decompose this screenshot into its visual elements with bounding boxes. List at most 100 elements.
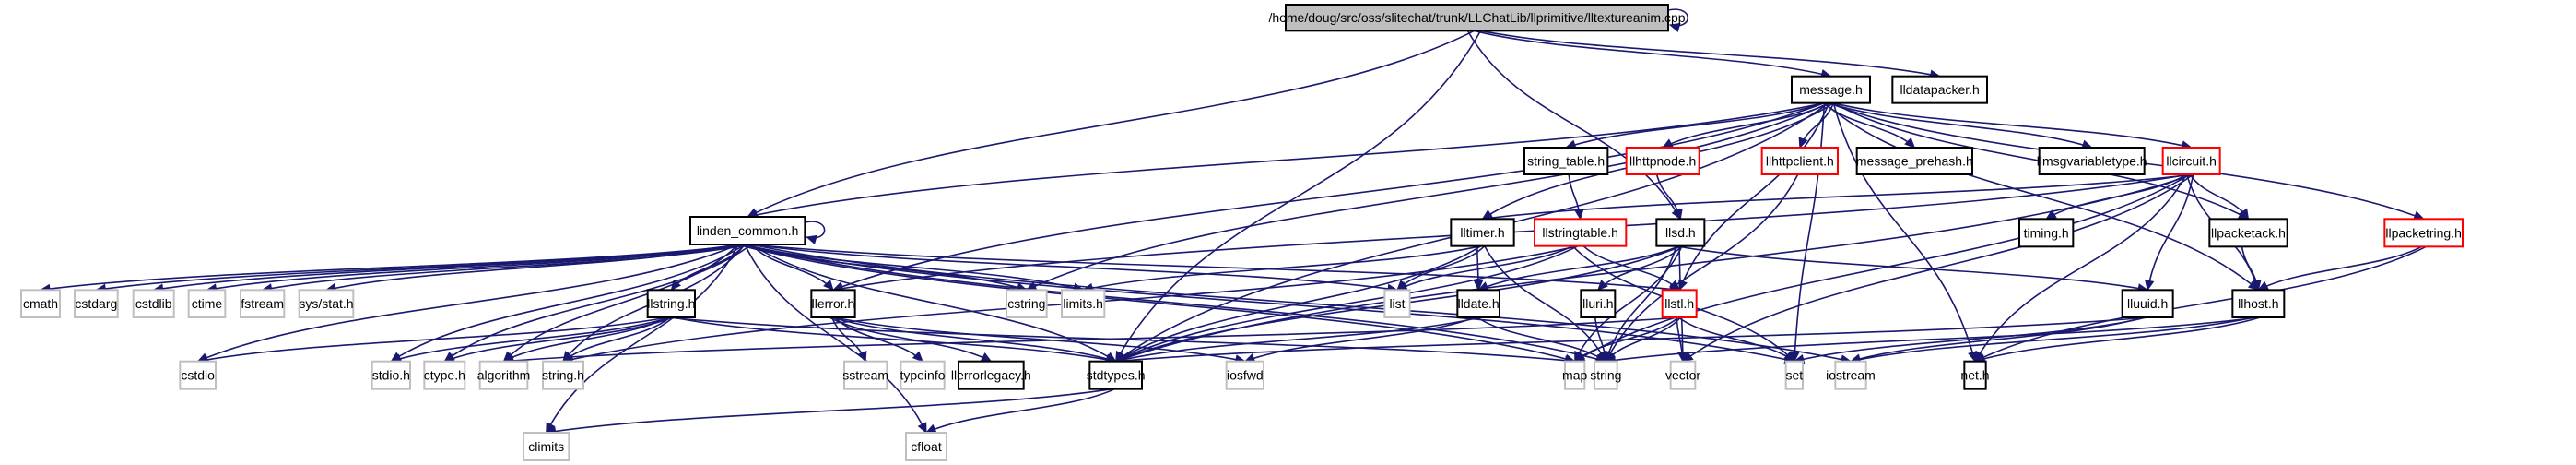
edge-llsd_h-to-lldate_h xyxy=(1477,244,1680,292)
node-label: algorithm xyxy=(477,368,531,383)
node-ctime: ctime xyxy=(187,289,227,319)
node-label: iosfwd xyxy=(1227,368,1264,383)
node-label: string_table.h xyxy=(1527,154,1605,169)
edge-linden_common_h-to-linden_common_h xyxy=(805,221,826,244)
node-llerrorlegacy-h[interactable]: llerrorlegacy.h xyxy=(951,360,1031,390)
node-stdtypes-h[interactable]: stdtypes.h xyxy=(1087,360,1146,390)
node-lldate-h[interactable]: lldate.h xyxy=(1456,289,1501,319)
node-label: lluuid.h xyxy=(2127,296,2168,311)
edge-llhttpnode_h-to-llsd_h xyxy=(1655,173,1683,221)
node-label: cstdlib xyxy=(135,296,172,311)
node-llstring-h[interactable]: llstring.h xyxy=(646,289,697,319)
edge-llcircuit_h-to-llpacketack_h xyxy=(2189,173,2250,221)
node-cstdlib: cstdlib xyxy=(132,289,175,319)
node-string-table-h[interactable]: string_table.h xyxy=(1523,147,1609,175)
nodes-layer: /home/doug/src/oss/slitechat/trunk/LLCha… xyxy=(20,4,2464,461)
edge-llcircuit_h-to-lluuid_h xyxy=(2145,173,2194,292)
edge-lldate_h-to-iosfwd xyxy=(1243,316,1476,363)
node-label: cstdarg xyxy=(75,296,117,311)
node-algorithm: algorithm xyxy=(477,360,531,390)
node-llerror-h[interactable]: llerror.h xyxy=(810,289,856,319)
node-stdio-h: stdio.h xyxy=(371,360,411,390)
node-label: llhttpclient.h xyxy=(1766,154,1834,169)
node-llstl-h[interactable]: llstl.h xyxy=(1661,289,1698,319)
node-llcircuit-h[interactable]: llcircuit.h xyxy=(2161,147,2221,175)
node-string-h: string.h xyxy=(542,360,584,390)
node-llmsgvariabletype-h[interactable]: llmsgvariabletype.h xyxy=(2037,147,2147,175)
edge-stdtypes_h-to-cfloat xyxy=(924,388,1115,434)
node-set: set xyxy=(1784,360,1804,390)
node-lldatapacker-h[interactable]: lldatapacker.h xyxy=(1891,75,1988,104)
edge-llsd_h-to-lluuid_h xyxy=(1676,244,2149,293)
edge-message_h-to-net_h xyxy=(1832,102,1978,363)
node-llhttpnode-h[interactable]: llhttpnode.h xyxy=(1625,147,1700,175)
node-timing-h[interactable]: timing.h xyxy=(2018,218,2075,248)
node-llhttpclient-h[interactable]: llhttpclient.h xyxy=(1760,147,1839,175)
edge-llcircuit_h-to-lltimer_h xyxy=(1481,173,2194,223)
edge-root-to-llsd_h xyxy=(1466,30,1682,221)
edge-message_h-to-llhost_h xyxy=(1823,102,2260,292)
node-net-h[interactable]: net.h xyxy=(1960,360,1990,390)
node-label: cmath xyxy=(23,296,58,311)
edge-linden_common_h-to-llerror_h xyxy=(750,244,834,292)
node-climits: climits xyxy=(523,432,570,461)
node-vector: vector xyxy=(1665,360,1700,390)
node-label: lluri.h xyxy=(1582,296,1613,311)
node-label: sys/stat.h xyxy=(299,296,353,311)
node-label: linden_common.h xyxy=(697,223,799,238)
node-llsd-h[interactable]: llsd.h xyxy=(1655,218,1706,247)
node-label: limits.h xyxy=(1063,296,1103,311)
edge-llpacketack_h-to-llhost_h xyxy=(2241,246,2262,292)
node-cstdio: cstdio xyxy=(179,360,217,390)
node-label: iostream xyxy=(1826,368,1876,383)
node-root[interactable]: /home/doug/src/oss/slitechat/trunk/LLCha… xyxy=(1268,4,1686,32)
node-string: string xyxy=(1590,360,1621,390)
node-label: lltimer.h xyxy=(1460,225,1504,240)
node-ctype-h: ctype.h xyxy=(423,360,466,390)
edge-root-to-linden_common_h xyxy=(747,30,1475,218)
node-cstring: cstring xyxy=(1006,289,1048,319)
edge-lltimer_h-to-lldate_h xyxy=(1473,245,1484,292)
node-label: cstdio xyxy=(181,368,215,383)
node-label: message.h xyxy=(1799,82,1862,97)
node-llpacketack-h[interactable]: llpacketack.h xyxy=(2208,218,2288,248)
edge-llpacketring_h-to-net_h xyxy=(1973,245,2427,363)
node-iostream: iostream xyxy=(1826,360,1876,390)
node-lluuid-h[interactable]: lluuid.h xyxy=(2121,289,2174,319)
node-cfloat: cfloat xyxy=(905,432,947,461)
edge-llhost_h-to-string xyxy=(1605,316,2258,365)
node-label: llhttpnode.h xyxy=(1629,154,1696,169)
edge-llpacketring_h-to-llhost_h xyxy=(2257,245,2422,292)
node-label: llstringtable.h xyxy=(1542,225,1618,240)
edge-root-to-lldatapacker_h xyxy=(1480,30,1941,79)
node-label: llpacketring.h xyxy=(2385,225,2462,240)
node-label: net.h xyxy=(1960,368,1989,383)
edge-llsd_h-to-lluri_h xyxy=(1596,245,1683,292)
node-lltimer-h[interactable]: lltimer.h xyxy=(1450,218,1515,247)
edge-linden_common_h-to-climits xyxy=(545,244,739,435)
node-label: llstl.h xyxy=(1664,296,1694,311)
node-label: typeinfo xyxy=(900,368,945,383)
node-message-h[interactable]: message.h xyxy=(1791,75,1871,104)
node-label: stdio.h xyxy=(372,368,410,383)
node-label: /home/doug/src/oss/slitechat/trunk/LLCha… xyxy=(1268,10,1685,25)
node-cstdarg: cstdarg xyxy=(74,289,119,319)
edge-llcircuit_h-to-vector xyxy=(1682,173,2194,363)
node-llpacketring-h[interactable]: llpacketring.h xyxy=(2383,218,2464,248)
edge-llerror_h-to-sstream xyxy=(831,316,867,363)
node-linden-common-h[interactable]: linden_common.h xyxy=(689,216,806,245)
node-lluri-h[interactable]: lluri.h xyxy=(1580,289,1617,319)
node-llhost-h[interactable]: llhost.h xyxy=(2231,289,2286,319)
node-label: llhost.h xyxy=(2238,296,2278,311)
node-message-prehash-h[interactable]: message_prehash.h xyxy=(1855,147,1973,175)
node-llstringtable-h[interactable]: llstringtable.h xyxy=(1534,218,1628,247)
node-label: llstring.h xyxy=(647,296,695,311)
node-iosfwd: iosfwd xyxy=(1225,360,1264,390)
edge-linden_common_h-to-cfloat xyxy=(744,244,927,435)
edge-llcircuit_h-to-net_h xyxy=(1974,173,2188,363)
edge-message_h-to-string_table_h xyxy=(1565,101,1825,149)
edge-root-to-root xyxy=(1667,8,1689,32)
edge-llstl_h-to-set xyxy=(1677,316,1795,363)
edge-stdtypes_h-to-climits xyxy=(545,388,1112,436)
